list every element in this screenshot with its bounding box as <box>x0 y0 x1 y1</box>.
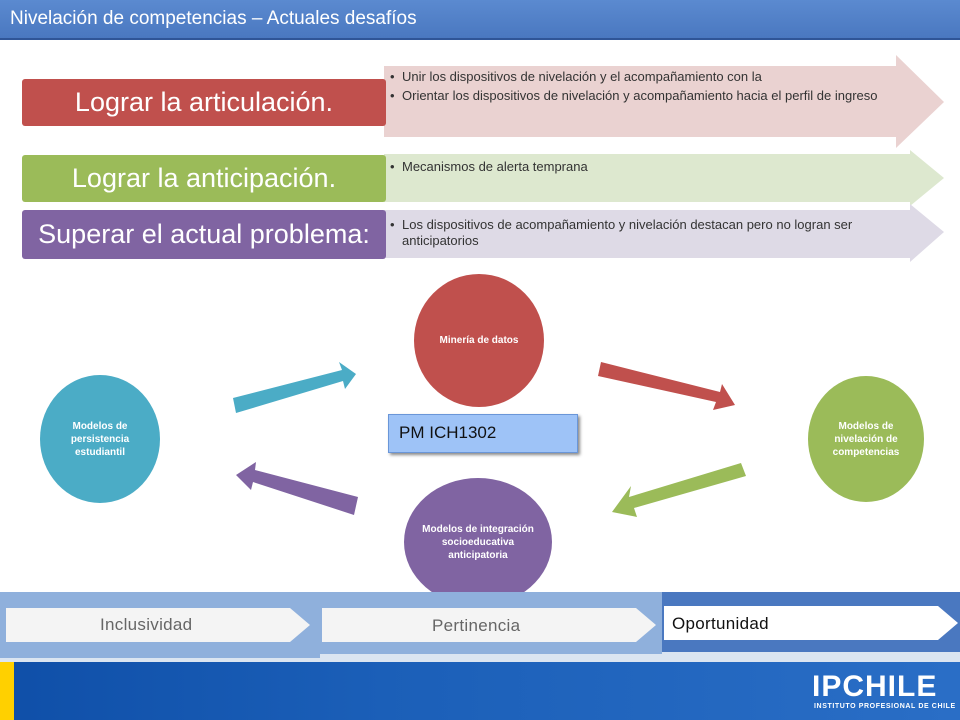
footer-accent <box>0 662 14 720</box>
bullets-problema: Los dispositivos de acompañamiento y niv… <box>390 217 915 252</box>
arrow-teal <box>233 362 356 413</box>
circle-persistencia: Modelos de persistencia estudiantil <box>40 375 160 503</box>
ipchile-logo-subtitle: INSTITUTO PROFESIONAL DE CHILE <box>814 703 956 710</box>
footer-bar <box>0 662 960 720</box>
label-oportunidad: Oportunidad <box>672 614 769 633</box>
arrow-red <box>598 362 735 410</box>
label-anticipacion: Lograr la anticipación. <box>22 155 386 202</box>
bottom-chevron-1 <box>6 608 310 642</box>
bullet-item: Los dispositivos de acompañamiento y niv… <box>390 217 915 249</box>
circle-mineria: Minería de datos <box>414 274 544 407</box>
project-code-box: PM ICH1302 <box>388 414 578 453</box>
label-pertinencia: Pertinencia <box>432 616 521 635</box>
bullet-item: Mecanismos de alerta temprana <box>390 159 900 175</box>
arrow-purple <box>236 462 358 515</box>
arrow-green <box>612 463 746 517</box>
ipchile-logo: IPCHILE <box>812 670 938 703</box>
bottom-chevron-2 <box>322 608 656 642</box>
label-problema: Superar el actual problema: <box>22 210 386 259</box>
bullets-anticipacion: Mecanismos de alerta temprana <box>390 159 900 178</box>
label-inclusividad: Inclusividad <box>100 615 193 634</box>
page-title: Nivelación de competencias – Actuales de… <box>10 8 417 29</box>
bottom-chevron-3 <box>664 606 958 640</box>
circle-nivelacion: Modelos de nivelación de competencias <box>808 376 924 502</box>
title-bar: Nivelación de competencias – Actuales de… <box>0 0 960 40</box>
label-articulacion: Lograr la articulación. <box>22 79 386 126</box>
bullets-articulacion: Unir los dispositivos de nivelación y el… <box>390 69 900 107</box>
circle-integracion: Modelos de integración socioeducativa an… <box>404 478 552 606</box>
bullet-item: Unir los dispositivos de nivelación y el… <box>390 69 900 85</box>
bullet-item: Orientar los dispositivos de nivelación … <box>390 88 900 104</box>
